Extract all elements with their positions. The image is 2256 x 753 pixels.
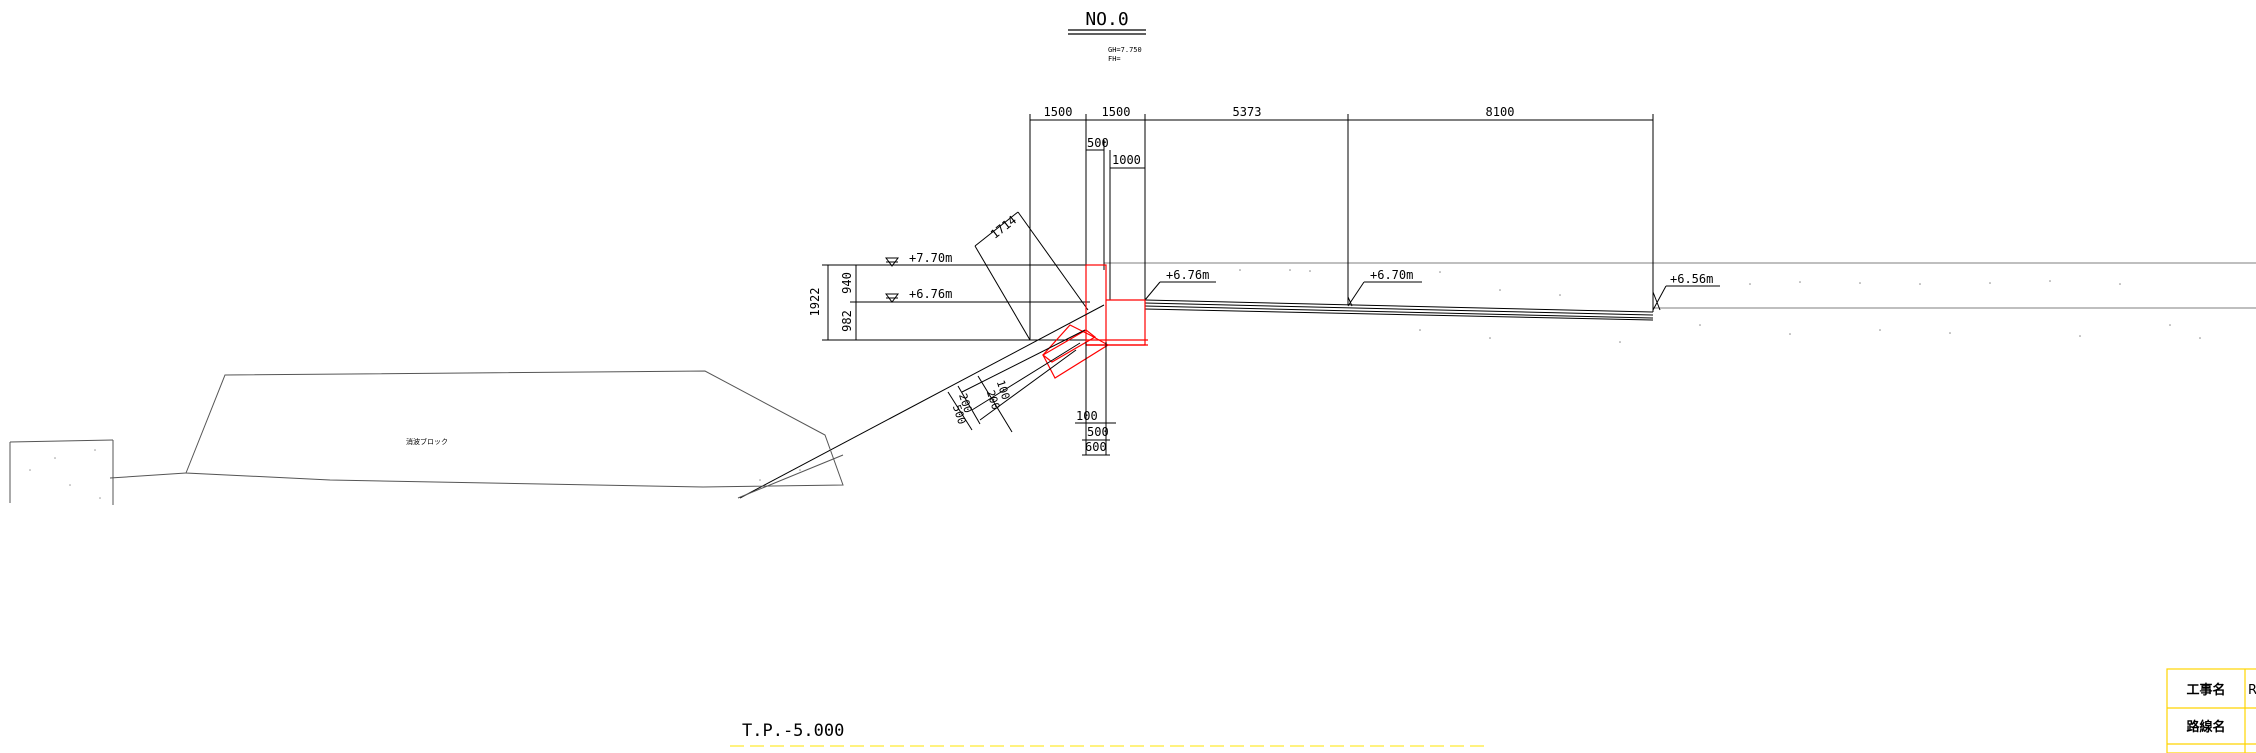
dim-1714: 1714	[988, 213, 1019, 242]
dim-top-4: 8100	[1486, 105, 1515, 119]
title-block-row2-label: 路線名	[2186, 719, 2225, 735]
elevation-2: +6.70m	[1370, 268, 1413, 282]
bottom-dim-500: 500	[1087, 425, 1109, 439]
dim-top-3: 5373	[1233, 105, 1262, 119]
elevation-3: +6.56m	[1670, 272, 1713, 286]
wave-block	[9, 370, 844, 505]
gh-note: GH=7.750	[1108, 46, 1142, 54]
dim-982: 982	[840, 310, 854, 332]
bottom-dims-lines	[1075, 342, 1116, 456]
wave-block-label: 消波ブロック	[406, 437, 448, 446]
dim-top-1: 1500	[1044, 105, 1073, 119]
slope-dim-1: 200	[956, 392, 975, 415]
block-dots	[29, 449, 801, 499]
dim-1714-lines	[974, 211, 1089, 341]
section-title: NO.0	[1085, 9, 1128, 30]
water-level-2: +6.76m	[909, 287, 952, 301]
bottom-dim-600: 600	[1085, 440, 1107, 454]
elevation-leaders	[1144, 281, 1720, 311]
slope-dim-4: 200	[984, 388, 1003, 411]
water-level-1: +7.70m	[909, 251, 952, 265]
structure-outline	[1041, 264, 1148, 379]
dim-500-top: 500	[1087, 136, 1109, 150]
dim-1000: 1000	[1112, 153, 1141, 167]
title-block	[2166, 668, 2256, 753]
datum-label: T.P.-5.000	[742, 721, 844, 741]
soil-dots	[1199, 269, 2201, 343]
title-block-row1-value: R	[2248, 683, 2256, 698]
ground-lines	[1104, 262, 2256, 321]
fh-note: FH=	[1108, 55, 1121, 63]
slope-dim-3: 100	[994, 378, 1013, 401]
top-dimension-chain	[1029, 114, 1654, 340]
bottom-dim-100: 100	[1076, 409, 1098, 423]
title-block-row1-label: 工事名	[2186, 682, 2225, 698]
dim-1922: 1922	[808, 288, 822, 317]
elevation-1: +6.76m	[1166, 268, 1209, 282]
dim-top-2: 1500	[1102, 105, 1131, 119]
slope-dim-2: 500	[950, 403, 969, 426]
dim-940: 940	[840, 272, 854, 294]
water-symbols	[885, 257, 899, 303]
slope-lines	[739, 304, 1105, 499]
water-level-lines	[822, 264, 1103, 341]
